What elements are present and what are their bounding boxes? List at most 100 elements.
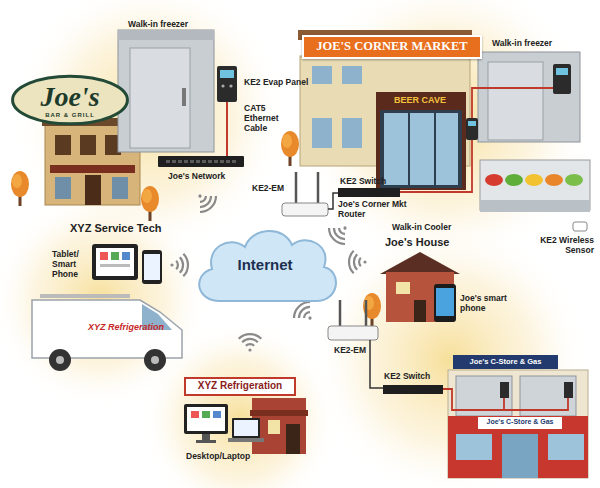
node-text: XYZ Refrigeration — [198, 381, 282, 392]
joes-bar-building — [55, 135, 71, 155]
desktop-and-laptop — [184, 404, 228, 434]
walk-in-freezer — [488, 62, 543, 140]
desktop-and-laptop — [232, 418, 260, 438]
produce-case — [525, 174, 543, 186]
market-router — [295, 172, 298, 203]
tablet-and-phone — [92, 244, 162, 284]
service-van — [56, 356, 64, 364]
store-sign: BEER CAVE — [380, 94, 460, 108]
corner-market-building — [380, 110, 462, 188]
joes-bar-building — [112, 177, 128, 199]
wireless-signal — [170, 187, 366, 352]
walk-in-freezer — [556, 68, 568, 75]
tablet-and-phone — [142, 250, 162, 284]
xyz-office-building — [286, 424, 300, 454]
network-switch — [166, 160, 236, 163]
evap-panel — [221, 84, 224, 87]
service-van — [49, 349, 71, 371]
internet-cloud: Internet — [190, 223, 340, 307]
c-store-building — [500, 382, 509, 398]
controller-wires — [472, 88, 553, 118]
joes-bar-building — [50, 165, 135, 173]
walk-in-freezer — [478, 52, 580, 142]
wireless-sensor — [573, 222, 587, 231]
c-store-building — [443, 389, 504, 410]
service-van — [32, 294, 182, 371]
joes-house — [434, 284, 456, 322]
wireless-signal — [239, 334, 262, 352]
c-store-building — [448, 370, 588, 478]
produce-case — [480, 200, 590, 212]
walk-in-freezer — [118, 30, 214, 152]
network-switch — [158, 156, 244, 167]
c-store-building — [478, 417, 562, 429]
produce-case — [485, 174, 503, 186]
node-text: Internet — [237, 257, 292, 273]
callout-label: KE2 Switch — [340, 177, 386, 187]
tablet-and-phone — [122, 252, 130, 260]
desktop-and-laptop — [228, 438, 264, 442]
corner-market-building — [384, 113, 408, 185]
house-router — [328, 300, 443, 394]
desktop-and-laptop — [202, 434, 210, 440]
node-text: Joe's — [40, 82, 99, 111]
callout-label: Desktop/Laptop — [186, 452, 250, 462]
walk-in-freezer — [118, 30, 214, 40]
house-router — [370, 340, 383, 388]
walk-in-freezer — [466, 52, 580, 142]
tablet-and-phone — [100, 252, 108, 260]
xyz-office-building — [252, 398, 306, 454]
service-van — [151, 356, 159, 364]
callout-label: Joe's Network — [168, 172, 225, 182]
callout-label: KE2 Evap Panel — [244, 78, 308, 88]
evap-panel — [220, 70, 234, 78]
wireless-signal — [349, 251, 367, 274]
background-glow — [295, 0, 595, 270]
walk-in-freezer — [553, 64, 571, 94]
c-store-building — [504, 398, 568, 410]
callout-label: Walk-in freezer — [492, 39, 552, 49]
produce-case — [480, 160, 590, 212]
background-glow — [310, 220, 590, 488]
store-sign: XYZ Refrigeration — [184, 377, 296, 396]
walk-in-freezer — [130, 48, 190, 148]
produce-case — [565, 174, 583, 186]
callout-label: KE2-EM — [334, 346, 366, 356]
callout-label: CAT5 Ethernet Cable — [244, 104, 288, 133]
market-switch — [338, 188, 400, 197]
market-router — [328, 193, 338, 209]
service-van — [40, 294, 130, 298]
callout-label: KE2 Switch — [384, 372, 430, 382]
desktop-and-laptop — [191, 411, 199, 418]
ethernet-cable — [227, 102, 228, 156]
node-text: BAR & GRILL — [45, 112, 95, 118]
tablet-and-phone — [96, 248, 134, 276]
desktop-and-laptop — [234, 420, 258, 436]
desktop-and-laptop — [184, 404, 264, 443]
c-store-building — [456, 434, 492, 460]
desktop-and-laptop — [196, 440, 216, 443]
service-van — [32, 300, 182, 358]
corner-market-building — [410, 113, 434, 185]
house-router — [383, 385, 443, 394]
service-van — [144, 349, 166, 371]
market-router — [317, 172, 320, 203]
corner-market-building — [312, 66, 332, 84]
desktop-and-laptop — [202, 411, 210, 418]
wireless-signal — [291, 299, 319, 327]
trees — [281, 131, 299, 166]
c-store-building — [443, 370, 588, 478]
logo-oval: Joe'sBAR & GRILL — [11, 75, 129, 125]
corner-market-building — [376, 92, 466, 190]
corner-market-building — [312, 118, 332, 148]
callout-label: Tablet/ Smart Phone — [52, 250, 88, 279]
internet-cloud-outline — [199, 231, 336, 301]
xyz-office-building — [268, 420, 280, 434]
joes-house — [414, 300, 426, 322]
evap-panel — [217, 66, 237, 102]
house-router — [339, 300, 342, 326]
tablet-and-phone — [100, 264, 130, 267]
market-switch — [338, 188, 400, 197]
market-router — [282, 203, 328, 216]
tablet-and-phone — [92, 244, 138, 280]
